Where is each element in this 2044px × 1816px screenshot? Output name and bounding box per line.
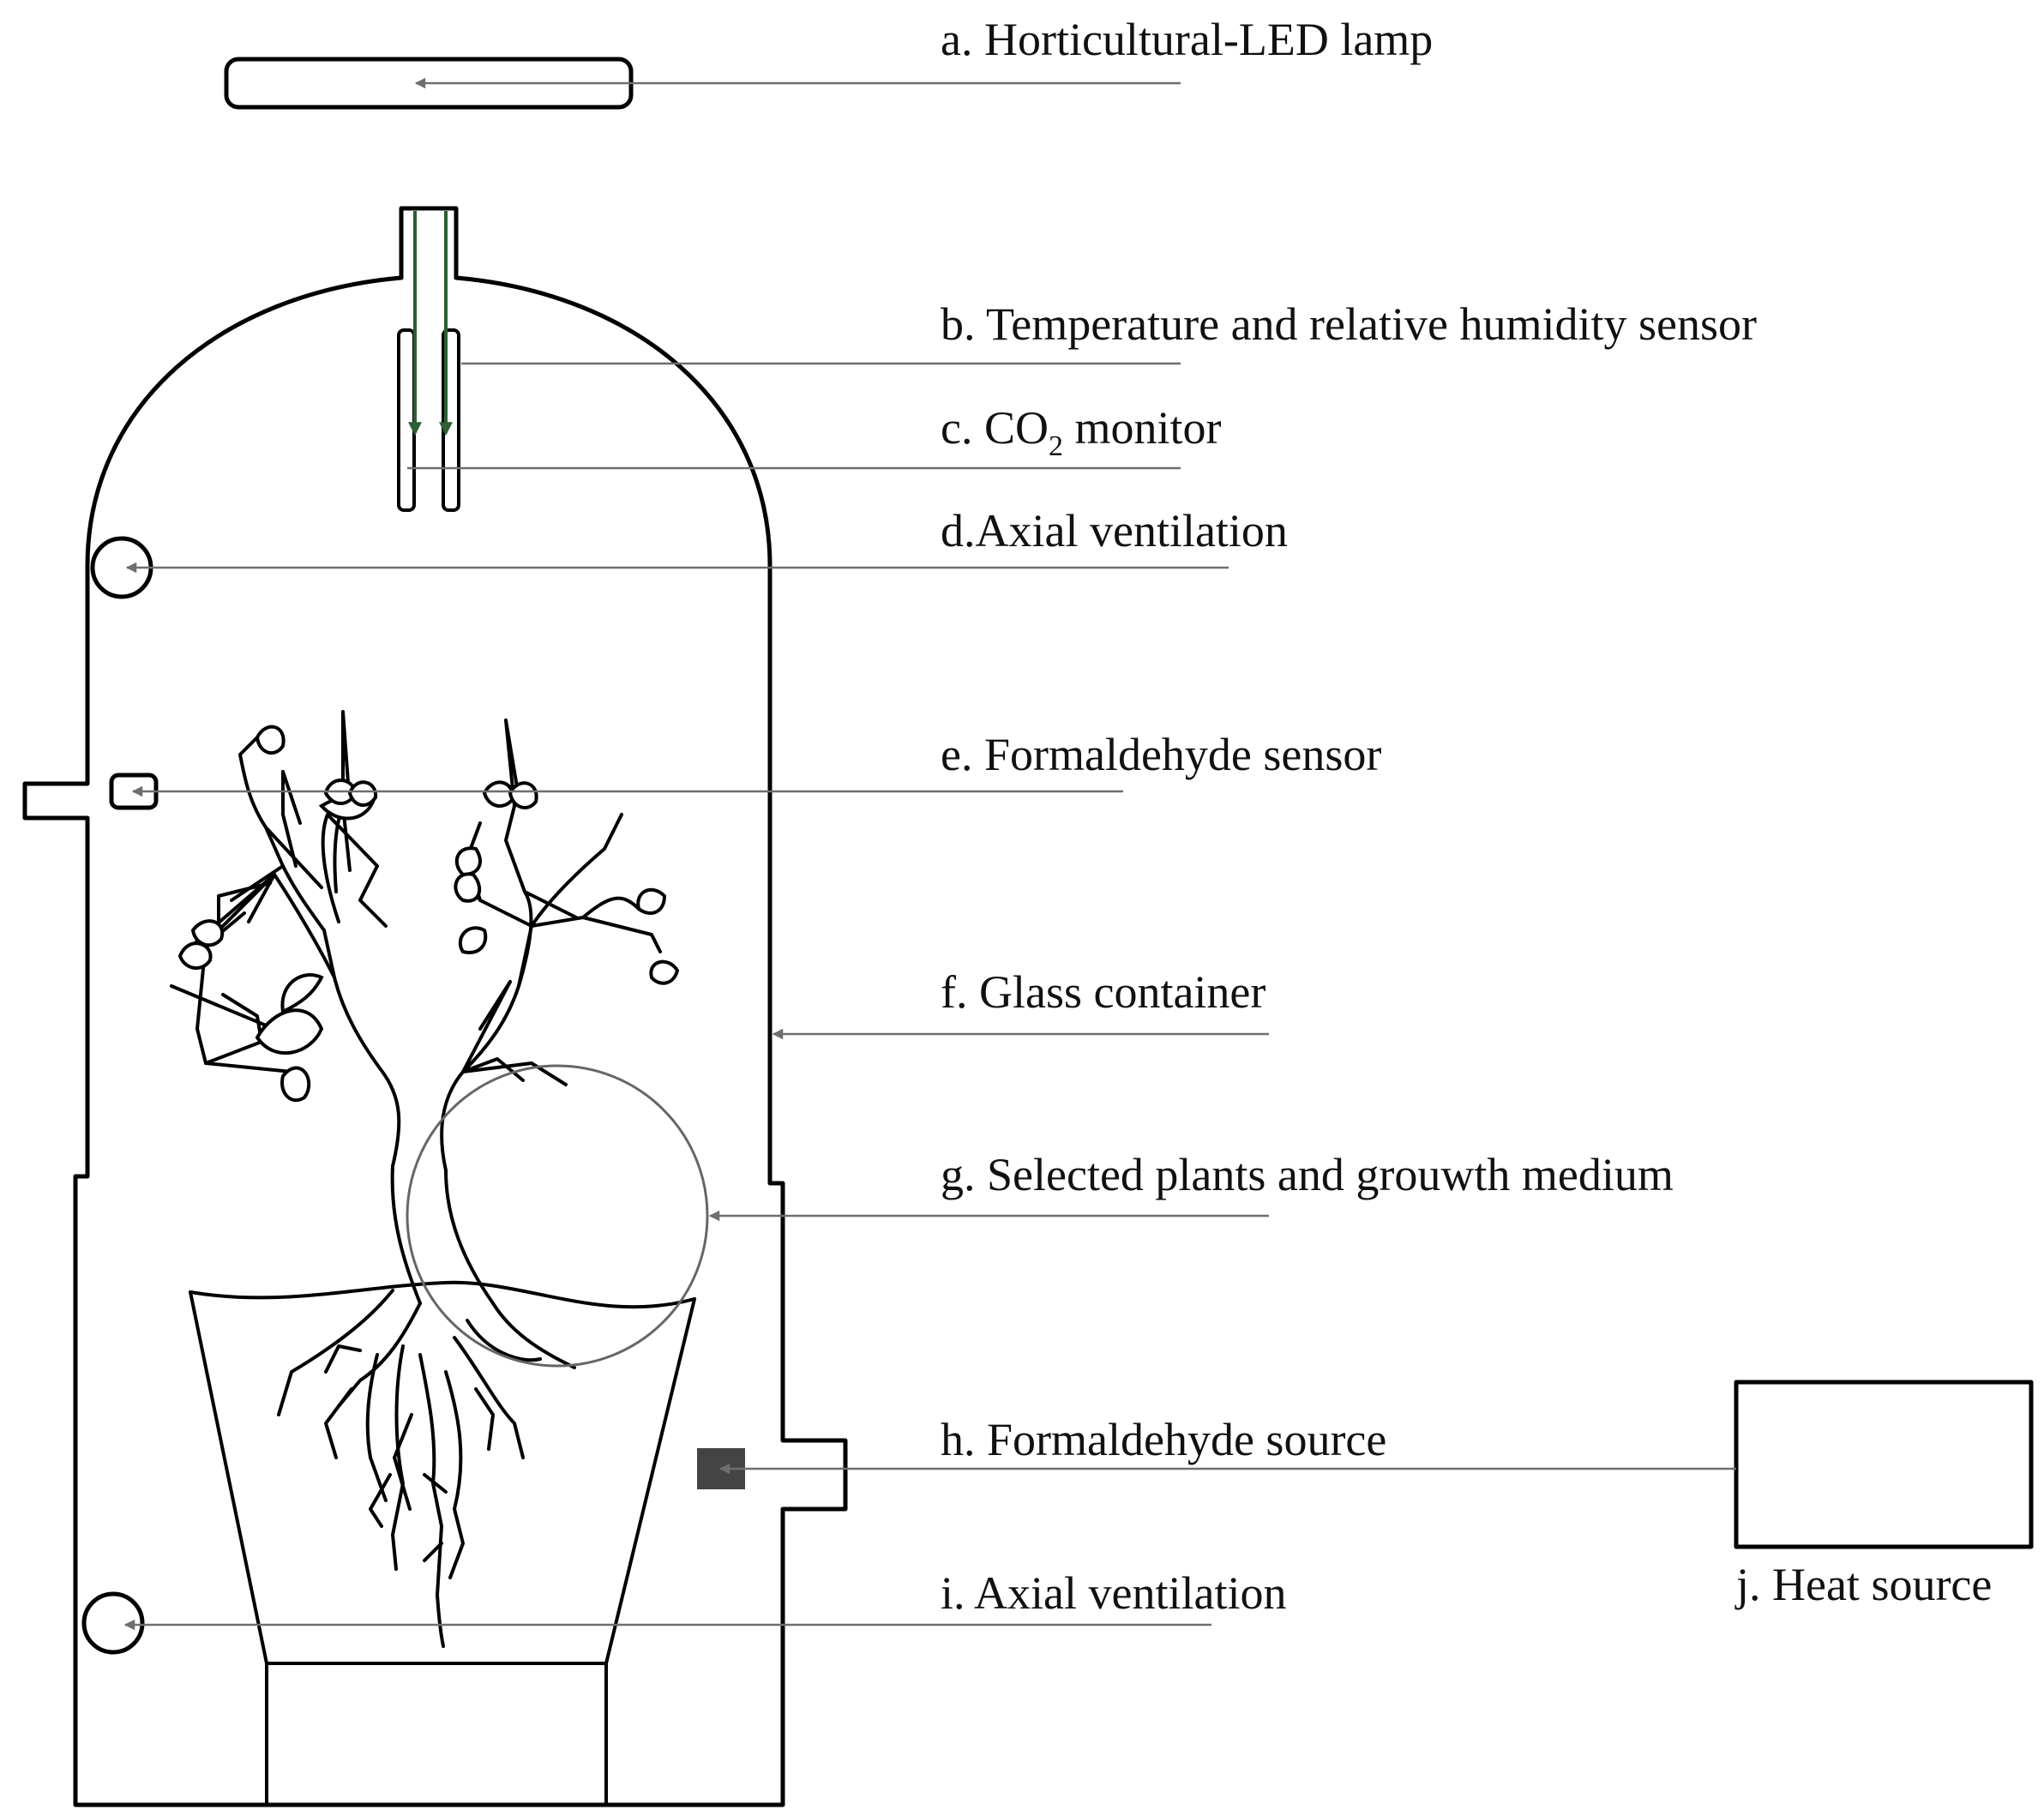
- axial-ventilation-bottom: [81, 1591, 145, 1655]
- label-co2-monitor: c. CO2 monitor: [941, 402, 1221, 462]
- pot-stand: [265, 1662, 608, 1807]
- label-axial-ventilation-top: d.Axial ventilation: [941, 505, 1288, 556]
- temperature-humidity-probe: [397, 328, 416, 512]
- plant-highlight-circle: [406, 1064, 709, 1368]
- label-led-lamp: a. Horticultural-LED lamp: [941, 14, 1433, 65]
- label-axial-ventilation-bottom: i. Axial ventilation: [941, 1567, 1286, 1619]
- label-plants-growth-medium: g. Selected plants and grouwth medium: [941, 1149, 1674, 1200]
- label-co2-subscript: 2: [1049, 430, 1063, 462]
- label-co2-suffix: monitor: [1063, 402, 1222, 454]
- label-glass-container: f. Glass container: [941, 966, 1265, 1018]
- co2-monitor-probe: [442, 328, 460, 512]
- label-heat-source: j. Heat source: [1734, 1559, 1992, 1610]
- plant-roots: [277, 1289, 576, 1648]
- glass-container: [22, 206, 848, 1807]
- plant: [170, 710, 680, 1305]
- plant-pot: [189, 1290, 696, 1665]
- label-formaldehyde-source: h. Formaldehyde source: [941, 1414, 1386, 1465]
- soil-surface: [189, 1280, 696, 1309]
- heat-source: [1734, 1380, 2034, 1549]
- label-formaldehyde-sensor: e. Formaldehyde sensor: [941, 729, 1381, 780]
- label-co2-prefix: c. CO: [941, 402, 1049, 454]
- label-temperature-humidity-sensor: b. Temperature and relative humidity sen…: [941, 298, 1757, 350]
